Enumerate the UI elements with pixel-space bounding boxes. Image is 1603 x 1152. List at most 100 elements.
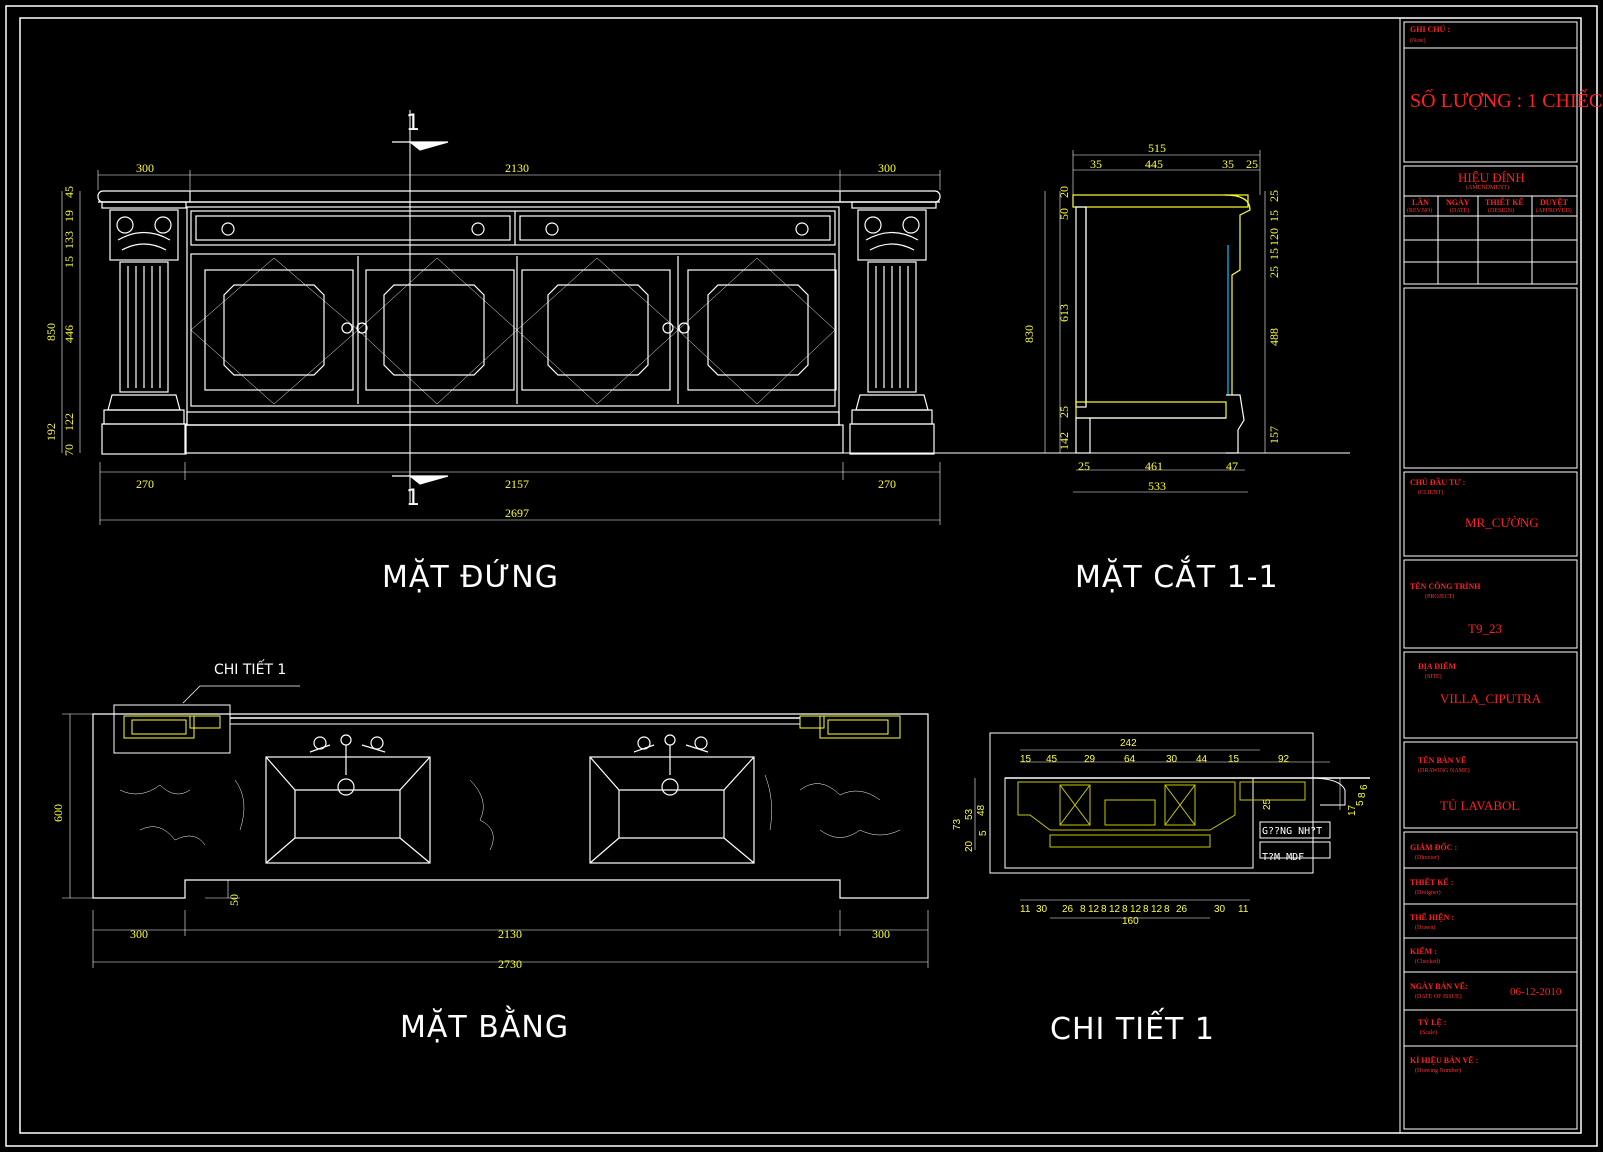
dim-label: 270: [136, 477, 154, 491]
dim-label: 50: [227, 894, 241, 906]
dim-label: 2730: [498, 957, 522, 971]
tb-rev-col-en: (APPROVED): [1536, 208, 1572, 214]
elevation-dimensions: [61, 170, 941, 525]
dim-label: 515: [1148, 141, 1166, 155]
detail-dimensions: [974, 749, 1341, 919]
tb-rev-col: THIẾT KẾ: [1485, 198, 1524, 207]
dim-label: 300: [872, 927, 890, 941]
detail-note-2: T?M MDF: [1262, 852, 1304, 863]
tb-designer-label: THIẾT KẾ :: [1410, 878, 1454, 887]
plan-title: MẶT BẰNG: [400, 1010, 570, 1045]
callout-leader: [182, 685, 300, 704]
dim-label: 5: [1355, 800, 1366, 806]
detail-note-1: G??NG NH?T: [1262, 826, 1322, 837]
detail-view: [989, 732, 1370, 874]
dim-label: 25: [1057, 406, 1071, 418]
dim-label: 12: [1088, 904, 1100, 915]
dim-label: 17: [1347, 804, 1358, 816]
tb-site-label-en: (SITE): [1425, 674, 1442, 680]
dim-label: 30: [1166, 754, 1178, 765]
dim-label: 20: [1057, 186, 1071, 198]
detail-hatch: [1017, 781, 1306, 848]
dim-label: 45: [1046, 754, 1058, 765]
dim-label: 5: [978, 830, 989, 836]
dim-label: 2130: [498, 927, 522, 941]
dim-label: 2697: [505, 506, 529, 520]
dim-label: 12: [1109, 904, 1121, 915]
dim-label: 92: [1278, 754, 1290, 765]
elevation-view: [97, 110, 1350, 505]
outer-border: [5, 5, 1598, 1147]
dim-label: 48: [976, 804, 987, 816]
dim-label: 8: [1101, 904, 1107, 915]
dim-label: 25: [1246, 157, 1258, 171]
tb-amendment: HIỆU ĐÍNH: [1458, 170, 1525, 185]
tb-director-label-en: (Director): [1415, 855, 1439, 861]
dim-label: 15: [62, 256, 76, 268]
tb-scale-label-en: (Scale): [1420, 1030, 1437, 1036]
tb-rev-col-en: (REV.NO): [1407, 208, 1433, 214]
tb-drawing-label-en: (DRAWING NAME): [1418, 768, 1470, 774]
section-view: [1072, 194, 1251, 454]
dim-label: 15: [1267, 210, 1281, 222]
dimension-labels: 300 2130 300 45 19 133 15 446 122 70 850…: [44, 111, 1370, 971]
dim-label: 270: [878, 477, 896, 491]
detail-title: CHI TIẾT 1: [1050, 1012, 1215, 1047]
tb-quantity: SỐ LƯỢNG : 1 CHIẾC: [1410, 90, 1603, 112]
tb-rev-col: DUYỆT: [1540, 198, 1569, 207]
dim-label: 160: [1122, 916, 1139, 927]
dim-label: 12: [1130, 904, 1142, 915]
tb-rev-col-en: (DESIGN): [1488, 208, 1514, 214]
dim-label: 6: [1359, 784, 1370, 790]
tb-note-label: GHI CHÚ :: [1410, 25, 1450, 34]
dim-label: 300: [878, 161, 896, 175]
tb-designer-label-en: (Designer): [1415, 890, 1441, 896]
dim-label: 11: [1238, 904, 1249, 915]
dim-label: 35: [1222, 157, 1234, 171]
dim-label: 446: [62, 325, 76, 343]
tb-drawn-label: THỂ HIỆN :: [1410, 913, 1455, 922]
tb-drawing-name: TỦ LAVABOL: [1440, 798, 1520, 813]
dim-label: 26: [1062, 904, 1074, 915]
dim-label: 8: [1357, 792, 1368, 798]
dim-label: 47: [1226, 459, 1238, 473]
dim-label: 19: [62, 210, 76, 222]
dim-label: 15: [1267, 248, 1281, 260]
dim-label: 445: [1145, 157, 1163, 171]
elevation-knobs: [221, 222, 809, 334]
tb-note-label-en: (Note): [1410, 38, 1426, 44]
dim-label: 533: [1148, 479, 1166, 493]
tb-rev-col: LẦN: [1412, 198, 1429, 207]
tb-project-label: TÊN CÔNG TRÌNH: [1410, 582, 1481, 591]
tb-drawing-label: TÊN BẢN VẼ: [1418, 756, 1467, 765]
tb-director-label: GIÁM ĐỐC :: [1410, 843, 1458, 852]
dim-label: 25: [1267, 190, 1281, 202]
tb-rev-col-en: (DATE): [1450, 208, 1470, 214]
dim-label: 133: [62, 231, 76, 249]
elevation-title: MẶT ĐỨNG: [382, 560, 559, 595]
plan-dimensions: [62, 713, 929, 968]
tb-amendment-en: (AMENDMENT): [1466, 185, 1509, 191]
plan-detail-hatch: [123, 715, 901, 739]
dim-label: 613: [1057, 304, 1071, 322]
dim-label: 20: [964, 840, 975, 852]
dim-label: 2130: [505, 161, 529, 175]
dim-label: 461: [1145, 459, 1163, 473]
dim-label: 300: [136, 161, 154, 175]
tb-project-label-en: (PROJECT): [1425, 594, 1455, 600]
dim-label: 120: [1267, 228, 1281, 246]
dim-label: 50: [1057, 208, 1071, 220]
dim-label: 8: [1164, 904, 1170, 915]
dim-label: 157: [1267, 426, 1281, 444]
dim-label: 8: [1122, 904, 1128, 915]
plan-view: [92, 704, 929, 899]
dim-label: 35: [1090, 157, 1102, 171]
dim-label: 850: [44, 323, 58, 341]
section-mark-bottom: 1: [406, 486, 420, 511]
dim-label: 15: [1020, 754, 1032, 765]
section-mark-top: 1: [406, 111, 420, 136]
dim-label: 830: [1022, 325, 1036, 343]
dim-label: 2157: [505, 477, 529, 491]
dim-label: 242: [1120, 738, 1137, 749]
